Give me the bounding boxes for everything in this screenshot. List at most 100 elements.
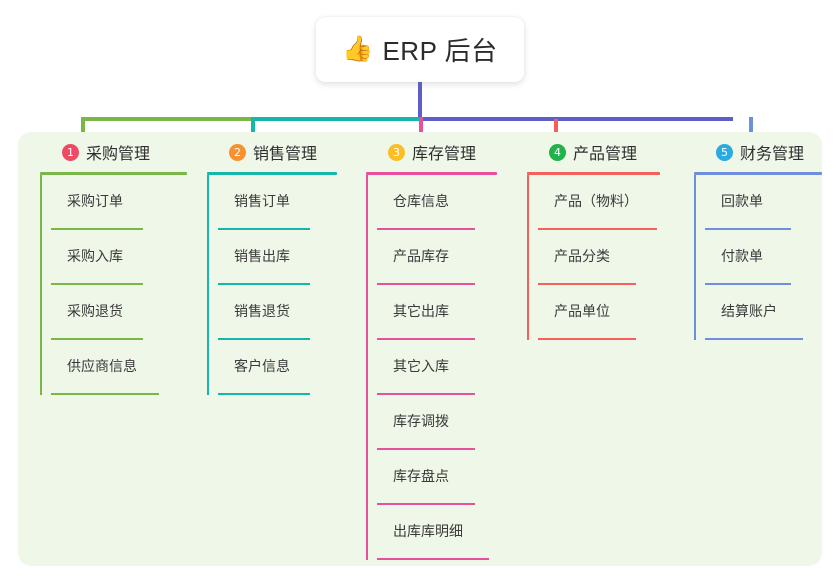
leaf-item-underline	[51, 283, 143, 285]
leaf-item[interactable]: 供应商信息	[51, 340, 187, 395]
column-underline-1	[40, 172, 187, 175]
leaf-item-label: 销售退货	[234, 302, 290, 319]
leaf-item[interactable]: 库存盘点	[377, 450, 497, 505]
column-body-1: 采购订单采购入库采购退货供应商信息	[40, 175, 187, 395]
column-spine-4	[527, 175, 529, 340]
leaf-item[interactable]: 仓库信息	[377, 175, 497, 230]
leaf-item[interactable]: 付款单	[705, 230, 822, 285]
column-underline-2	[207, 172, 337, 175]
column-title-2: 销售管理	[253, 146, 318, 163]
column-underline-5	[694, 172, 822, 175]
column-badge-icon-5: 5	[716, 143, 733, 161]
leaf-item-label: 结算账户	[721, 302, 777, 319]
leaf-item-underline	[218, 393, 310, 395]
leaf-item[interactable]: 产品单位	[538, 285, 660, 340]
leaf-item-underline	[218, 283, 310, 285]
column-header-5[interactable]: 5 财务管理	[694, 132, 822, 172]
column-badge-icon-4: 4	[549, 143, 566, 161]
leaf-item-label: 库存调拨	[393, 412, 449, 429]
column-underline-3	[366, 172, 497, 175]
column-underline-4	[527, 172, 660, 175]
leaf-item-label: 付款单	[721, 247, 763, 264]
leaf-item[interactable]: 产品分类	[538, 230, 660, 285]
column-title-3: 库存管理	[412, 146, 477, 163]
leaf-item-label: 产品分类	[554, 247, 610, 264]
root-node-card[interactable]: 👍 ERP 后台	[316, 17, 524, 82]
diagram-panel	[18, 132, 822, 566]
column-4: 4 产品管理产品（物料） 产品分类产品单位	[527, 132, 660, 340]
column-body-2: 销售订单销售出库销售退货客户信息	[207, 175, 337, 395]
column-badge-icon-2: 2	[229, 143, 246, 161]
leaf-item[interactable]: 产品（物料）	[538, 175, 660, 230]
leaf-item-underline	[218, 228, 310, 230]
leaf-item[interactable]: 销售订单	[218, 175, 337, 230]
column-spine-2	[207, 175, 209, 395]
column-badge-icon-3: 3	[388, 143, 405, 161]
leaf-item[interactable]: 回款单	[705, 175, 822, 230]
leaf-item-underline	[538, 228, 657, 230]
leaf-item-underline	[705, 283, 791, 285]
leaf-item[interactable]: 其它出库	[377, 285, 497, 340]
leaf-item[interactable]: 产品库存	[377, 230, 497, 285]
leaf-item-underline	[377, 338, 475, 340]
column-3: 3 库存管理仓库信息产品库存其它出库其它入库库存调拨库存盘点出库库明细	[366, 132, 497, 560]
column-body-4: 产品（物料） 产品分类产品单位	[527, 175, 660, 340]
leaf-item-underline	[377, 283, 475, 285]
leaf-item-label: 客户信息	[234, 357, 290, 374]
column-header-1[interactable]: 1 采购管理	[40, 132, 187, 172]
leaf-item[interactable]: 出库库明细	[377, 505, 497, 560]
column-1: 1 采购管理采购订单采购入库采购退货供应商信息	[40, 132, 187, 395]
leaf-item[interactable]: 销售出库	[218, 230, 337, 285]
leaf-item-underline	[51, 228, 143, 230]
column-body-5: 回款单付款单结算账户	[694, 175, 822, 340]
leaf-item-underline	[377, 448, 475, 450]
column-title-4: 产品管理	[573, 146, 638, 163]
leaf-item-label: 出库库明细	[393, 522, 463, 539]
leaf-item-label: 采购入库	[67, 247, 123, 264]
leaf-item[interactable]: 结算账户	[705, 285, 822, 340]
column-title-1: 采购管理	[86, 146, 151, 163]
leaf-item[interactable]: 采购入库	[51, 230, 187, 285]
leaf-item-underline	[377, 393, 475, 395]
leaf-item-label: 仓库信息	[393, 192, 449, 209]
leaf-item-label: 其它出库	[393, 302, 449, 319]
column-spine-5	[694, 175, 696, 340]
leaf-item-underline	[377, 228, 475, 230]
leaf-item-label: 库存盘点	[393, 467, 449, 484]
leaf-item-underline	[377, 558, 489, 560]
leaf-item-underline	[377, 503, 475, 505]
column-2: 2 销售管理销售订单销售出库销售退货客户信息	[207, 132, 337, 395]
leaf-item-underline	[51, 393, 159, 395]
column-spine-3	[366, 175, 368, 560]
leaf-item-label: 产品单位	[554, 302, 610, 319]
leaf-item-label: 采购退货	[67, 302, 123, 319]
column-container: 1 采购管理采购订单采购入库采购退货供应商信息 2 销售管理销售订单销售出库销售退货客…	[18, 132, 822, 566]
leaf-item-underline	[705, 338, 803, 340]
leaf-item-underline	[538, 338, 636, 340]
leaf-item[interactable]: 销售退货	[218, 285, 337, 340]
leaf-item-label: 采购订单	[67, 192, 123, 209]
leaf-item-label: 产品（物料）	[554, 192, 638, 209]
leaf-item-underline	[705, 228, 791, 230]
leaf-item[interactable]: 库存调拨	[377, 395, 497, 450]
leaf-item-label: 供应商信息	[67, 357, 137, 374]
leaf-item-underline	[51, 338, 143, 340]
leaf-item[interactable]: 客户信息	[218, 340, 337, 395]
leaf-item[interactable]: 其它入库	[377, 340, 497, 395]
leaf-item-label: 销售出库	[234, 247, 290, 264]
thumbs-up-icon: 👍	[342, 35, 374, 63]
leaf-item-label: 销售订单	[234, 192, 290, 209]
column-header-3[interactable]: 3 库存管理	[366, 132, 497, 172]
column-body-3: 仓库信息产品库存其它出库其它入库库存调拨库存盘点出库库明细	[366, 175, 497, 560]
column-badge-icon-1: 1	[62, 143, 79, 161]
leaf-item-label: 其它入库	[393, 357, 449, 374]
root-node-title: ERP 后台	[382, 36, 498, 66]
column-title-5: 财务管理	[740, 146, 805, 163]
column-5: 5 财务管理回款单付款单结算账户	[694, 132, 822, 340]
leaf-item-underline	[538, 283, 636, 285]
column-header-4[interactable]: 4 产品管理	[527, 132, 660, 172]
leaf-item[interactable]: 采购订单	[51, 175, 187, 230]
leaf-item-label: 产品库存	[393, 247, 449, 264]
leaf-item[interactable]: 采购退货	[51, 285, 187, 340]
column-header-2[interactable]: 2 销售管理	[207, 132, 337, 172]
